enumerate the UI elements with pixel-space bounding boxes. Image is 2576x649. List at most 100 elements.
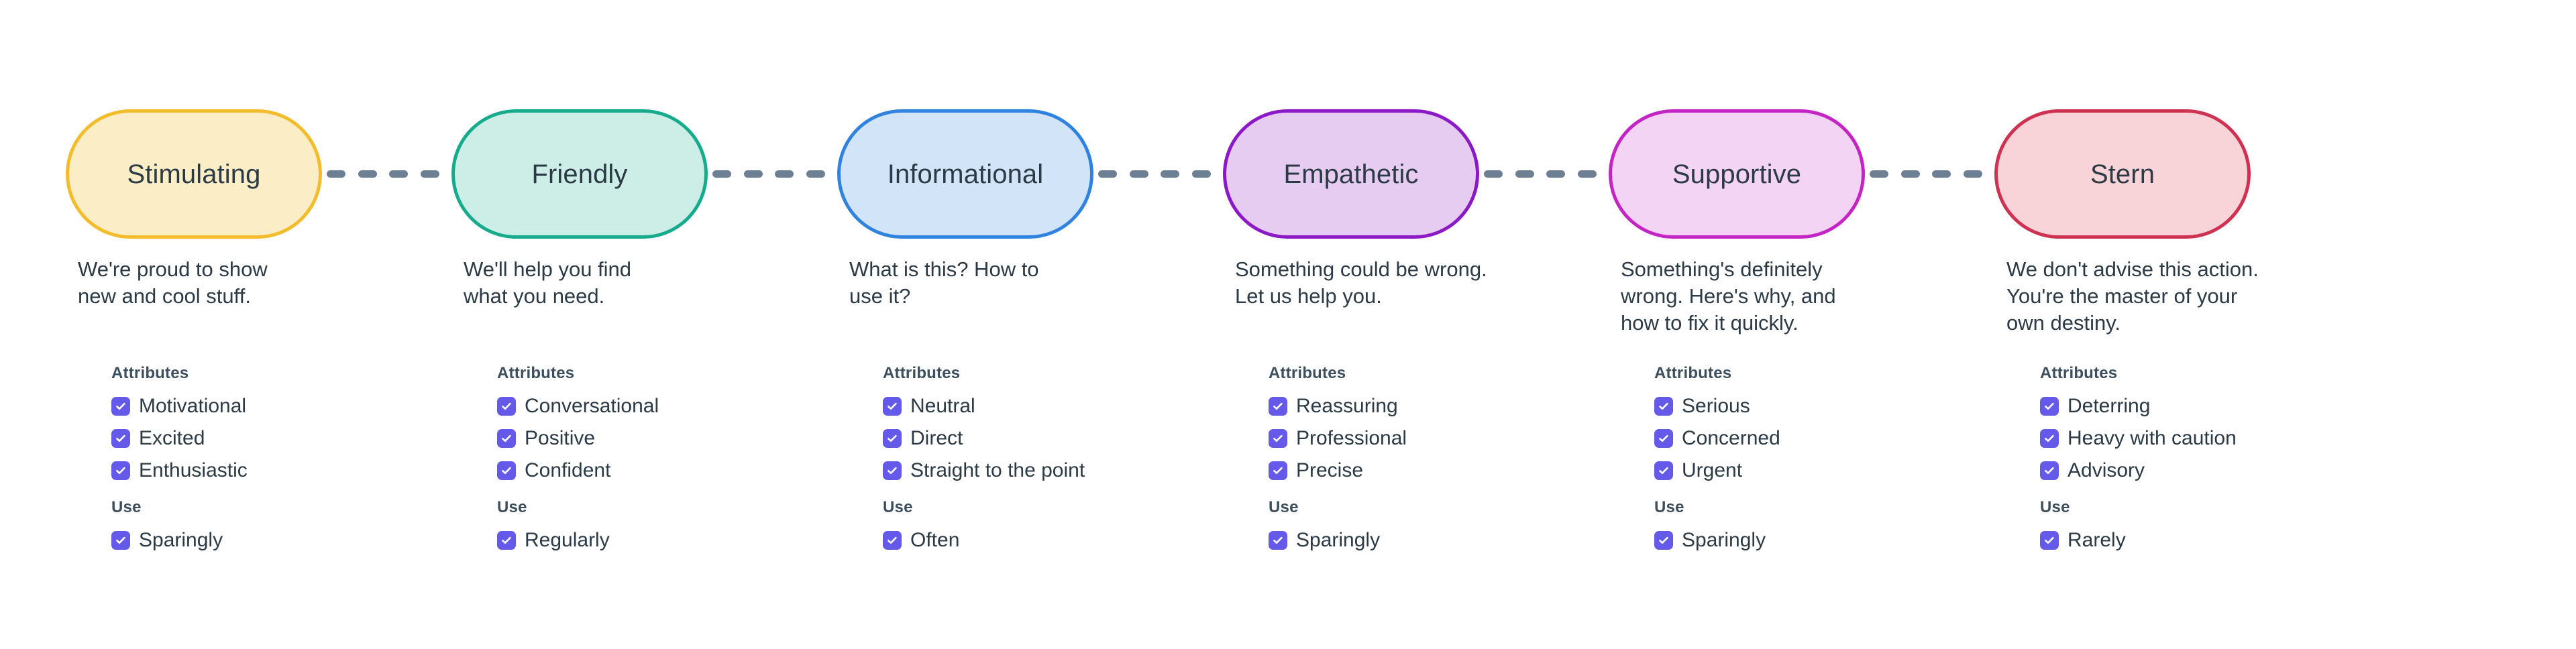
- attribute-label: Conversational: [525, 395, 659, 417]
- attribute-row[interactable]: Neutral: [883, 390, 1191, 422]
- dashed-connector: [1870, 167, 1982, 181]
- tone-pill[interactable]: Stern: [1994, 109, 2251, 239]
- connector-dash: [775, 170, 794, 178]
- attribute-title: Attributes: [883, 364, 961, 382]
- attribute-label: Concerned: [1682, 427, 1780, 449]
- connector-dash: [1098, 170, 1117, 178]
- attribute-row[interactable]: Reassuring: [1269, 390, 1577, 422]
- checkmark-icon[interactable]: [111, 397, 130, 416]
- use-label: Often: [910, 529, 960, 551]
- connector-dash: [1870, 170, 1888, 178]
- attribute-title: Attributes: [497, 364, 575, 382]
- checkmark-icon[interactable]: [883, 531, 902, 550]
- checkmark-icon[interactable]: [2040, 531, 2059, 550]
- use-label: Sparingly: [1682, 529, 1766, 551]
- connector-dash: [1900, 170, 1920, 178]
- connector-dash: [1129, 170, 1148, 178]
- attribute-row[interactable]: Heavy with caution: [2040, 422, 2349, 455]
- checkmark-icon[interactable]: [497, 397, 516, 416]
- attribute-row[interactable]: Straight to the point: [883, 455, 1191, 487]
- checkmark-icon[interactable]: [2040, 429, 2059, 448]
- checkmark-icon[interactable]: [2040, 461, 2059, 480]
- use-row[interactable]: Often: [883, 524, 1191, 556]
- attribute-row[interactable]: Motivational: [111, 390, 420, 422]
- checkmark-icon[interactable]: [111, 429, 130, 448]
- use-title: Use: [1269, 498, 1299, 516]
- attribute-title: Attributes: [1654, 364, 1732, 382]
- use-row[interactable]: Regularly: [497, 524, 806, 556]
- attribute-row[interactable]: Confident: [497, 455, 806, 487]
- attribute-label: Straight to the point: [910, 459, 1085, 481]
- tone-description: We'll help you find what you need.: [464, 257, 632, 308]
- connector-dash: [1932, 170, 1951, 178]
- connector-dash: [389, 170, 409, 178]
- attribute-label: Reassuring: [1296, 395, 1398, 417]
- checkmark-icon[interactable]: [1654, 397, 1673, 416]
- checkmark-icon[interactable]: [497, 429, 516, 448]
- attribute-label: Serious: [1682, 395, 1750, 417]
- attribute-label: Positive: [525, 427, 596, 449]
- use-title: Use: [2040, 498, 2070, 516]
- connector-dash: [1546, 170, 1566, 178]
- checkmark-icon[interactable]: [883, 461, 902, 480]
- tone-pill-label: Supportive: [1672, 159, 1802, 189]
- use-row[interactable]: Sparingly: [1654, 524, 1963, 556]
- connector-dash: [327, 170, 345, 178]
- attribute-row[interactable]: Conversational: [497, 390, 806, 422]
- checkmark-icon[interactable]: [1654, 461, 1673, 480]
- use-row[interactable]: Sparingly: [111, 524, 420, 556]
- use-row[interactable]: Rarely: [2040, 524, 2349, 556]
- attribute-row[interactable]: Precise: [1269, 455, 1577, 487]
- attribute-label: Enthusiastic: [139, 459, 248, 481]
- tone-pill-label: Informational: [887, 159, 1044, 189]
- checkmark-icon[interactable]: [1269, 429, 1287, 448]
- use-row[interactable]: Sparingly: [1269, 524, 1577, 556]
- checkmark-icon[interactable]: [2040, 397, 2059, 416]
- tone-description: We're proud to show new and cool stuff.: [78, 257, 268, 308]
- attribute-title: Attributes: [111, 364, 189, 382]
- attribute-label: Confident: [525, 459, 611, 481]
- tone-pill[interactable]: Friendly: [451, 109, 708, 239]
- attribute-label: Neutral: [910, 395, 975, 417]
- checkmark-icon[interactable]: [111, 461, 130, 480]
- attribute-row[interactable]: Serious: [1654, 390, 1963, 422]
- attribute-row[interactable]: Professional: [1269, 422, 1577, 455]
- tone-pill[interactable]: Empathetic: [1223, 109, 1479, 239]
- attribute-label: Advisory: [2068, 459, 2145, 481]
- use-title: Use: [111, 498, 142, 516]
- checkmark-icon[interactable]: [1269, 461, 1287, 480]
- checkmark-icon[interactable]: [1654, 429, 1673, 448]
- tone-pill[interactable]: Supportive: [1609, 109, 1865, 239]
- attribute-label: Urgent: [1682, 459, 1743, 481]
- use-label: Rarely: [2068, 529, 2126, 551]
- checkmark-icon[interactable]: [111, 531, 130, 550]
- attribute-row[interactable]: Advisory: [2040, 455, 2349, 487]
- attribute-row[interactable]: Direct: [883, 422, 1191, 455]
- attribute-row[interactable]: Concerned: [1654, 422, 1963, 455]
- checkmark-icon[interactable]: [883, 397, 902, 416]
- attribute-row[interactable]: Positive: [497, 422, 806, 455]
- checkmark-icon[interactable]: [1269, 397, 1287, 416]
- attribute-row[interactable]: Deterring: [2040, 390, 2349, 422]
- checkmark-icon[interactable]: [1654, 531, 1673, 550]
- checkmark-icon[interactable]: [497, 531, 516, 550]
- checkmark-icon[interactable]: [1269, 531, 1287, 550]
- checkmark-icon[interactable]: [883, 429, 902, 448]
- checkmark-icon[interactable]: [497, 461, 516, 480]
- use-label: Regularly: [525, 529, 610, 551]
- tone-pill[interactable]: Stimulating: [66, 109, 322, 239]
- attribute-label: Heavy with caution: [2068, 427, 2237, 449]
- tone-pill-label: Empathetic: [1283, 159, 1419, 189]
- attribute-row[interactable]: Excited: [111, 422, 420, 455]
- connector-dash: [1515, 170, 1534, 178]
- tone-pill[interactable]: Informational: [837, 109, 1093, 239]
- attribute-row[interactable]: Urgent: [1654, 455, 1963, 487]
- tone-description: Something's definitely wrong. Here's why…: [1621, 257, 1836, 335]
- attribute-row[interactable]: Enthusiastic: [111, 455, 420, 487]
